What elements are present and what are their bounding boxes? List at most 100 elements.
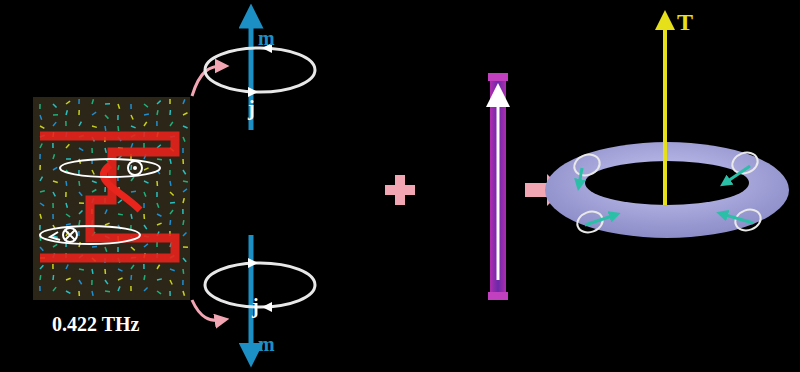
field-arrow — [52, 214, 54, 219]
field-arrow — [66, 264, 68, 269]
field-arrow — [66, 203, 67, 208]
field-arrow — [183, 291, 184, 296]
field-arrow — [92, 126, 97, 127]
field-arrow — [118, 213, 123, 215]
field-arrow — [92, 246, 97, 248]
field-arrow — [169, 110, 171, 115]
field-arrow — [92, 181, 97, 183]
field-arrow — [157, 214, 161, 216]
field-arrow — [131, 265, 134, 269]
field-arrow — [79, 122, 81, 126]
field-arrow — [52, 203, 54, 208]
field-arrow — [157, 101, 161, 104]
moment-arrow — [722, 214, 753, 223]
field-arrow — [157, 265, 160, 269]
field-arrow — [118, 278, 123, 280]
field-arrow — [144, 181, 149, 183]
field-arrow — [40, 177, 42, 181]
field-arrow — [183, 181, 188, 182]
toroidal-label: T — [677, 10, 693, 34]
field-arrow — [78, 110, 80, 115]
field-arrow — [65, 121, 67, 126]
field-arrow — [170, 192, 174, 195]
field-arrow — [105, 115, 108, 119]
field-arrow — [183, 258, 186, 262]
field-arrow — [169, 99, 171, 104]
field-arrow — [105, 148, 106, 153]
field-arrow — [53, 154, 55, 159]
loop — [571, 151, 602, 179]
moment-arrow — [585, 215, 615, 225]
current-label: j — [252, 296, 259, 316]
field-arrow — [183, 170, 186, 174]
field-arrow — [182, 220, 184, 225]
field-arrow — [118, 104, 120, 109]
field-arrow — [182, 280, 184, 285]
field-arrow — [144, 192, 146, 197]
field-arrow — [92, 170, 94, 174]
field-arrow — [104, 269, 106, 274]
field-arrow — [144, 225, 147, 229]
field-arrow — [130, 165, 132, 170]
field-arrow — [78, 231, 80, 236]
field-map — [33, 97, 190, 300]
field-arrow — [169, 170, 171, 175]
field-arrow — [156, 242, 158, 247]
field-arrow — [170, 202, 175, 204]
field-arrow — [144, 104, 148, 107]
field-arrow — [92, 190, 96, 192]
field-arrow — [183, 126, 188, 128]
field-arrow — [117, 126, 119, 131]
field-arrow — [104, 187, 106, 192]
field-arrow — [131, 143, 133, 148]
field-arrow — [66, 158, 71, 160]
field-arrow — [170, 269, 175, 271]
field-arrow — [143, 143, 145, 148]
field-arrow — [183, 99, 185, 104]
field-arrow — [156, 110, 158, 115]
field-arrow — [156, 121, 158, 126]
field-arrow — [143, 264, 145, 269]
moment-label: m — [258, 28, 275, 48]
field-arrow — [53, 104, 57, 108]
field-arrow — [144, 113, 149, 115]
field-arrow — [118, 269, 123, 271]
field-arrow — [53, 181, 58, 183]
field-arrow — [91, 269, 93, 274]
field-arrow — [53, 192, 55, 196]
field-arrow — [131, 191, 136, 193]
field-arrow — [79, 148, 83, 151]
field-arrow — [105, 223, 110, 225]
field-arrow — [79, 202, 84, 204]
field-arrow — [40, 203, 44, 206]
field-arrow — [131, 214, 132, 219]
field-arrow — [66, 214, 70, 217]
field-arrow — [39, 225, 41, 230]
field-arrow — [105, 103, 110, 105]
field-arrow — [170, 159, 171, 164]
field-arrow — [157, 158, 162, 160]
field-arrow — [170, 280, 172, 284]
field-arrow — [40, 214, 41, 219]
field-arrow — [39, 286, 41, 291]
field-arrow — [183, 113, 187, 115]
field-arrow — [78, 291, 80, 296]
field-arrow — [52, 143, 54, 148]
field-arrow — [117, 165, 119, 170]
field-arrow — [156, 192, 158, 197]
moment-arrow — [579, 168, 582, 185]
field-arrow — [78, 181, 80, 186]
field-arrow — [169, 181, 171, 186]
field-arrow — [92, 112, 96, 115]
field-arrow — [105, 209, 107, 214]
field-arrow — [53, 122, 56, 126]
field-arrow — [92, 99, 93, 104]
field-arrow — [104, 126, 106, 131]
loop — [729, 149, 760, 177]
field-arrow — [53, 114, 58, 116]
field-arrow — [183, 232, 186, 236]
field-arrow — [65, 181, 67, 186]
field-arrow — [52, 264, 54, 269]
field-arrow — [144, 122, 147, 126]
field-arrow — [66, 224, 71, 225]
